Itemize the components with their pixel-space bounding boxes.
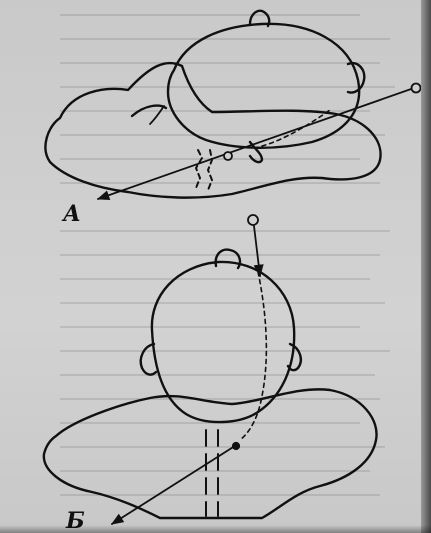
panel-a-needle	[98, 88, 414, 199]
panel-b-body-outline	[44, 389, 377, 518]
panel-b-head	[152, 262, 294, 422]
panel-a-label: А	[63, 201, 81, 227]
panel-b-head-bump	[216, 250, 240, 268]
page-edge-shadow	[421, 0, 431, 533]
panel-b-exit-needle	[112, 444, 238, 524]
panel-a-ear	[348, 63, 364, 92]
panel-b-illustration	[44, 215, 377, 524]
panel-a-head	[168, 24, 359, 148]
panel-b-entry-tip	[248, 215, 258, 225]
panel-a-needle-tip	[412, 84, 421, 93]
page-bottom-shadow	[0, 525, 431, 533]
panel-a-illustration	[45, 11, 420, 199]
panel-a-body-outline	[45, 63, 380, 198]
panel-a-canal	[196, 150, 202, 188]
